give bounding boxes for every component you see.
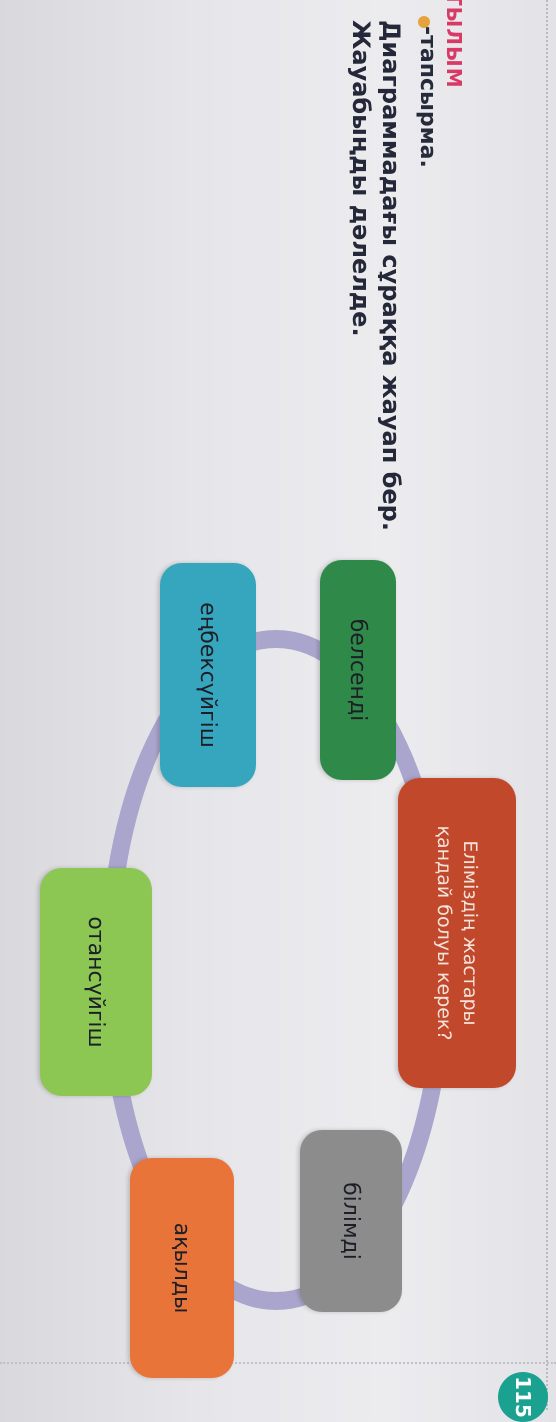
- top-dotted-border: [546, 0, 548, 1410]
- task-label: -тапсырма.: [415, 26, 440, 168]
- task-instruction: Диаграммадағы сұраққа жауап бер. Жауабың…: [346, 20, 406, 620]
- center-question-line-1: Еліміздің жастары: [459, 840, 481, 1026]
- node-akyldy: ақылды: [130, 1158, 234, 1378]
- section-heading: ТЫЛЫМ: [442, 0, 466, 89]
- instruction-line-2: Жауабыңды дәлелде.: [347, 20, 375, 337]
- node-belsendi: белсенді: [320, 560, 396, 780]
- node-enbeksuigish: еңбексүйгіш: [160, 563, 256, 787]
- node-otansuigish: отансүйгіш: [40, 868, 152, 1096]
- instruction-line-1: Диаграммадағы сұраққа жауап бер.: [377, 20, 405, 531]
- right-dotted-border: [0, 1362, 556, 1364]
- center-question-line-2: қандай болуы керек?: [433, 825, 455, 1041]
- page-number: 115: [498, 1372, 548, 1422]
- diagram-center-question: Еліміздің жастары қандай болуы керек?: [398, 778, 516, 1088]
- node-bilimdi: білімді: [300, 1130, 402, 1312]
